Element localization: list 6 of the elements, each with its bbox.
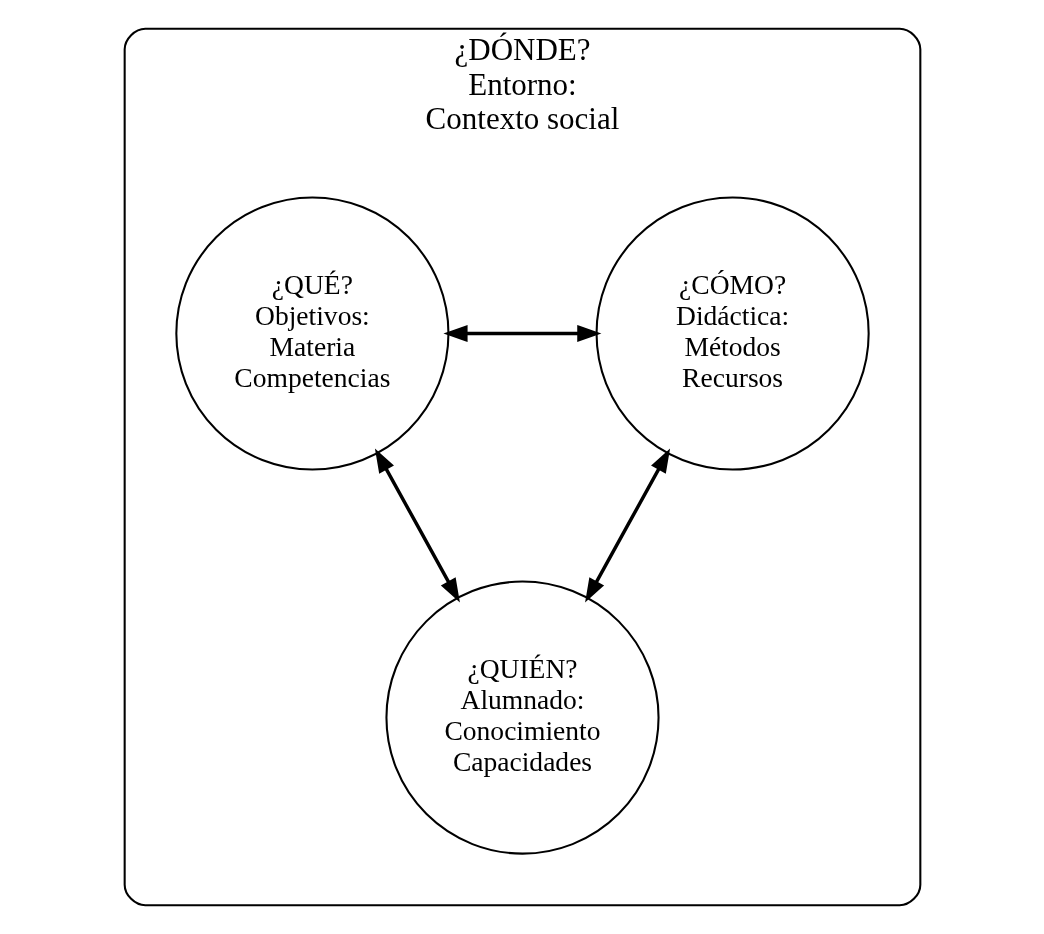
arrow <box>442 325 601 342</box>
node-circle: ¿QUIÉN? Alumnado: Conocimiento Capacidades <box>384 580 660 855</box>
arrow <box>584 448 670 603</box>
arrow <box>374 448 460 603</box>
node-circle: ¿CÓMO? Didáctica: Métodos Recursos <box>595 196 870 471</box>
node-circle: ¿QUÉ? Objetivos: Materia Competencias <box>174 196 449 471</box>
